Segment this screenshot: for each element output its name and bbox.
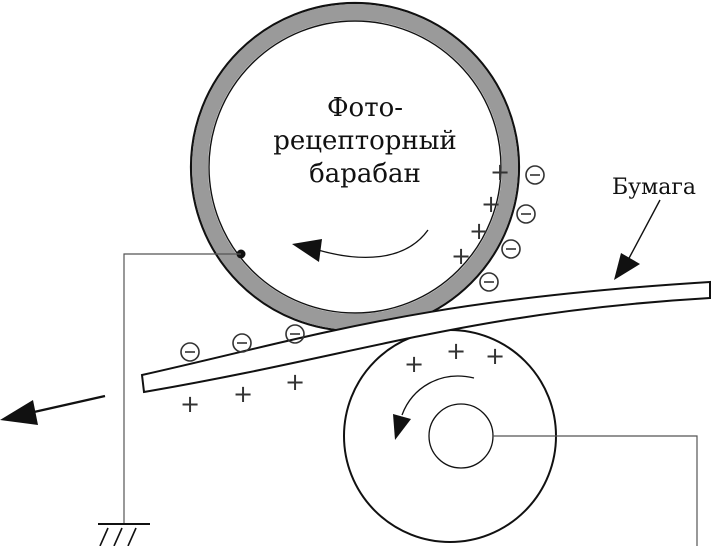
negative-charge bbox=[285, 324, 305, 344]
positive-charge: + bbox=[285, 368, 305, 396]
negative-charge bbox=[525, 165, 545, 185]
positive-charge: + bbox=[485, 342, 505, 370]
positive-charge: + bbox=[233, 380, 253, 408]
positive-charge: + bbox=[481, 190, 501, 218]
negative-charge bbox=[501, 239, 521, 259]
paper-pointer-arrow bbox=[614, 199, 661, 280]
negative-charge bbox=[479, 272, 499, 292]
negative-charges bbox=[180, 165, 545, 362]
roller-axle bbox=[428, 403, 494, 469]
drum-label-line3: барабан bbox=[309, 159, 421, 189]
roller-rotation-arrow bbox=[393, 375, 475, 440]
paper-exit-arrow bbox=[0, 394, 106, 425]
drum-ground-wire bbox=[98, 253, 241, 546]
positive-charge: + bbox=[404, 350, 424, 378]
positive-charge: + bbox=[469, 217, 489, 245]
photoreceptor-drum bbox=[189, 1, 521, 333]
positive-charge: + bbox=[490, 158, 510, 186]
drum-label: Фото- рецепторный барабан bbox=[250, 92, 480, 191]
negative-charge bbox=[180, 342, 200, 362]
positive-charge: + bbox=[451, 242, 471, 270]
drum-label-line1: Фото- bbox=[326, 93, 404, 123]
positive-charge: + bbox=[446, 337, 466, 365]
negative-charge bbox=[516, 204, 536, 224]
paper-label: Бумага bbox=[612, 175, 696, 200]
positive-charge: + bbox=[180, 390, 200, 418]
positive-charges: + + + + + + + + + + bbox=[180, 158, 510, 418]
drum-rotation-arrow bbox=[292, 229, 429, 262]
roller-bias-wire bbox=[493, 435, 698, 546]
drum-label-line2: рецепторный bbox=[273, 126, 457, 156]
negative-charge bbox=[232, 333, 252, 353]
